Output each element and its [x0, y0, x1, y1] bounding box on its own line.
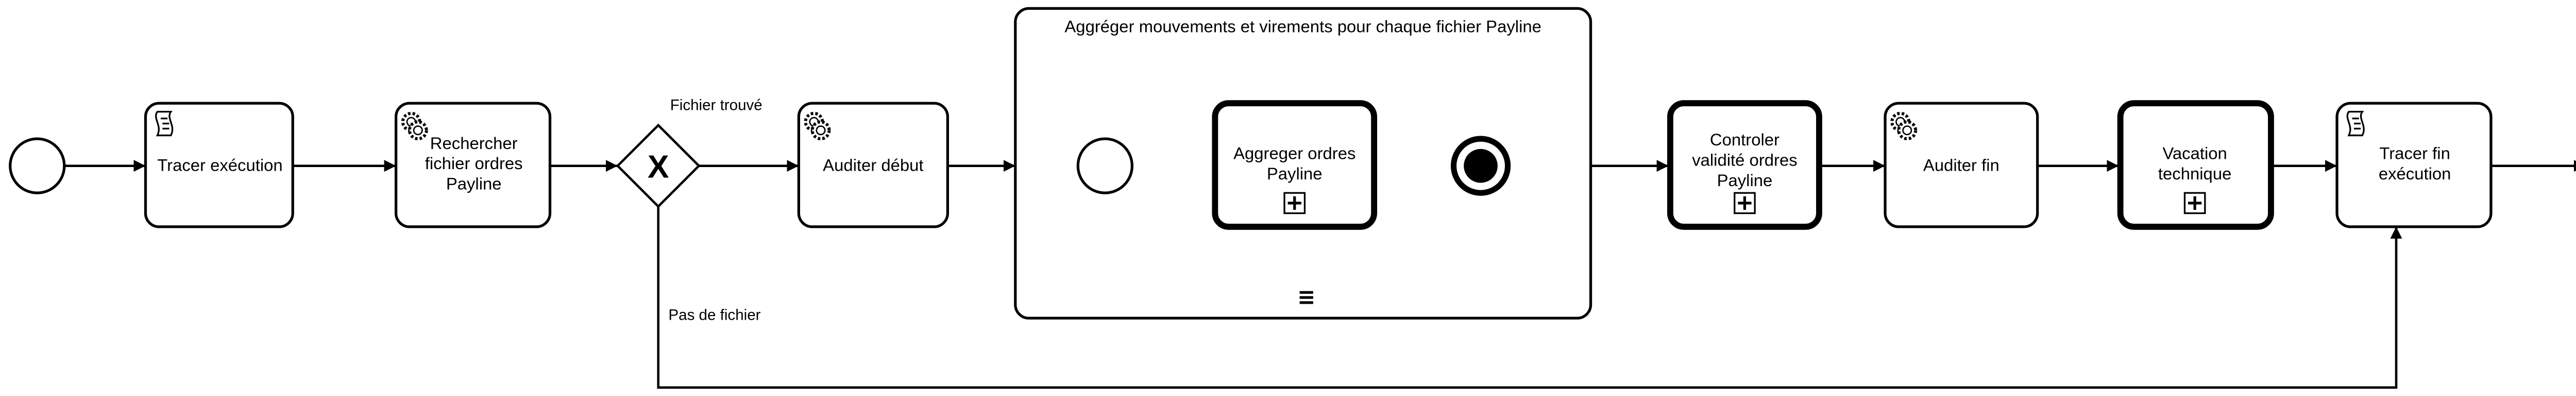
script-icon [155, 110, 174, 137]
task-auditer-debut[interactable]: Auditer début [797, 102, 950, 228]
task-label-line: exécution [2379, 164, 2451, 183]
task-tracer-execution[interactable]: Tracer exécution [144, 102, 294, 228]
task-auditer-fin[interactable]: Auditer fin [1884, 102, 2039, 228]
task-label-line: Vacation [2162, 144, 2227, 163]
gateway-x-icon: X [648, 150, 669, 185]
subprocess-plus-icon [1283, 192, 1306, 214]
gear-icon [804, 111, 831, 141]
task-label-line: Payline [446, 174, 502, 193]
call-activity-vacation-technique[interactable]: Vacation technique [2117, 100, 2274, 230]
task-label-line: Tracer fin [2379, 144, 2450, 163]
inner-end-event[interactable] [1450, 136, 1511, 196]
task-label-line: technique [2158, 164, 2231, 183]
subprocess-plus-icon [2183, 192, 2206, 214]
flow-label-found: Fichier trouvé [670, 96, 762, 113]
task-label-line: Rechercher [430, 134, 518, 153]
task-label-line: Payline [1267, 164, 1323, 183]
multi-instance-sequential-icon [1299, 291, 1313, 304]
task-label-line: Payline [1717, 171, 1773, 190]
task-label: Auditer fin [1923, 155, 1999, 174]
start-event[interactable] [9, 137, 66, 194]
call-activity-controler[interactable]: Controler validité ordres Payline [1667, 100, 1822, 230]
inner-start-event[interactable] [1076, 137, 1134, 194]
exclusive-gateway[interactable]: X [616, 123, 701, 208]
subprocess-plus-icon [1734, 192, 1756, 214]
gear-icon [1890, 111, 1918, 141]
flow-label-not-found: Pas de fichier [668, 306, 760, 323]
gear-icon [401, 111, 428, 141]
task-label-line: Aggreger ordres [1233, 144, 1355, 163]
task-label-line: fichier ordres [425, 154, 523, 173]
subprocess-aggreger-mouvements[interactable]: Aggréger mouvements et virements pour ch… [1014, 7, 1592, 320]
task-label-line: validité ordres [1692, 151, 1797, 170]
call-activity-aggreger-ordres[interactable]: Aggreger ordres Payline [1212, 100, 1378, 230]
flow-gateway-no-file[interactable] [657, 206, 2402, 389]
task-tracer-fin-execution[interactable]: Tracer fin exécution [2335, 102, 2493, 228]
task-label: Auditer début [823, 155, 923, 174]
task-label-line: Controler [1710, 130, 1780, 149]
task-rechercher-fichier[interactable]: Rechercher fichier ordres Payline [394, 102, 552, 228]
subprocess-title: Aggréger mouvements et virements pour ch… [1064, 16, 1541, 36]
script-icon [2346, 110, 2365, 137]
task-label: Tracer exécution [157, 155, 282, 174]
